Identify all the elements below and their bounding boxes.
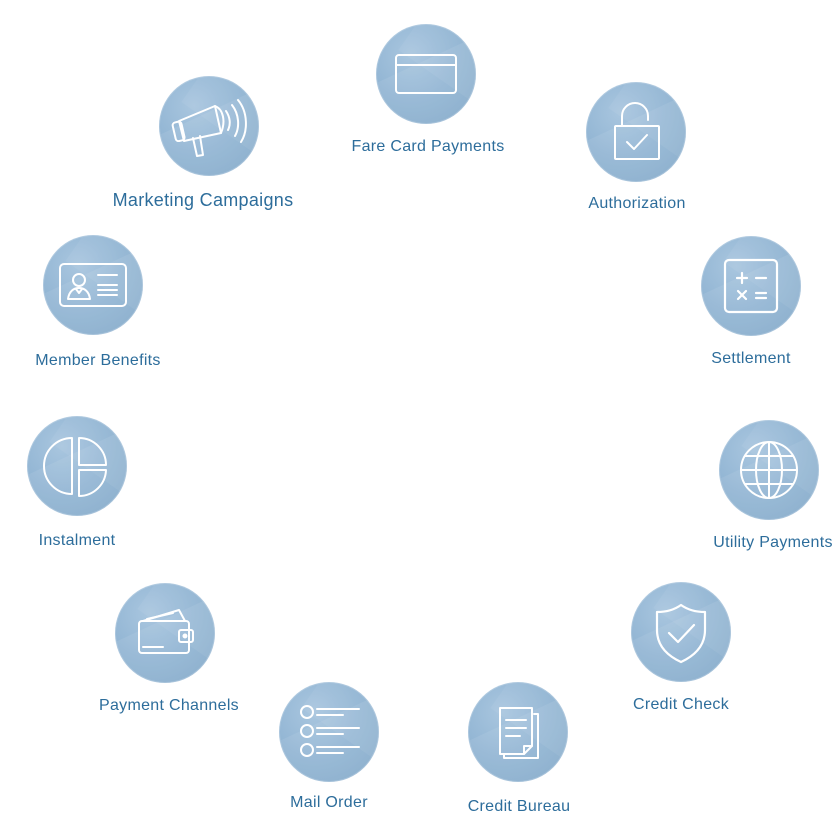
node-utility-payments: Utility Payments <box>659 410 840 560</box>
label-fare-card-payments: Fare Card Payments <box>351 138 505 155</box>
pie-chart-icon <box>43 437 107 497</box>
node-mail-order: Mail Order <box>219 672 439 822</box>
node-fare-card-payments: Fare Card Payments <box>316 14 536 164</box>
circle-authorization <box>586 82 686 182</box>
wallet-icon <box>138 609 194 654</box>
globe-icon <box>740 441 798 499</box>
document-icon <box>499 707 539 759</box>
label-utility-payments: Utility Payments <box>713 534 833 551</box>
node-marketing-campaigns: Marketing Campaigns <box>99 66 319 216</box>
label-payment-channels: Payment Channels <box>99 697 239 714</box>
circle-credit-bureau <box>468 682 568 782</box>
node-credit-check: Credit Check <box>571 572 791 722</box>
circle-mail-order <box>279 682 379 782</box>
label-marketing-campaigns: Marketing Campaigns <box>112 190 294 210</box>
circle-marketing-campaigns <box>159 76 259 176</box>
circle-credit-check <box>631 582 731 682</box>
calculator-icon <box>723 258 779 314</box>
list-icon <box>300 705 360 757</box>
circle-payment-channels <box>115 583 215 683</box>
node-credit-bureau: Credit Bureau <box>408 672 628 822</box>
lock-check-icon <box>614 102 660 160</box>
node-authorization: Authorization <box>526 72 746 222</box>
circle-member-benefits <box>43 235 143 335</box>
node-settlement: Settlement <box>641 226 840 376</box>
card-icon <box>395 54 457 94</box>
label-credit-check: Credit Check <box>632 696 730 713</box>
label-instalment: Instalment <box>38 532 116 549</box>
node-instalment: Instalment <box>0 406 187 556</box>
label-authorization: Authorization <box>588 195 686 212</box>
shield-check-icon <box>655 603 707 664</box>
circle-fare-card-payments <box>376 24 476 124</box>
node-payment-channels: Payment Channels <box>55 573 275 723</box>
circle-instalment <box>27 416 127 516</box>
megaphone-icon <box>171 99 247 157</box>
label-mail-order: Mail Order <box>290 794 368 811</box>
node-member-benefits: Member Benefits <box>0 225 203 375</box>
id-card-icon <box>59 263 127 307</box>
label-credit-bureau: Credit Bureau <box>467 798 571 815</box>
circle-settlement <box>701 236 801 336</box>
label-settlement: Settlement <box>711 350 791 367</box>
label-member-benefits: Member Benefits <box>35 352 161 369</box>
circle-utility-payments <box>719 420 819 520</box>
